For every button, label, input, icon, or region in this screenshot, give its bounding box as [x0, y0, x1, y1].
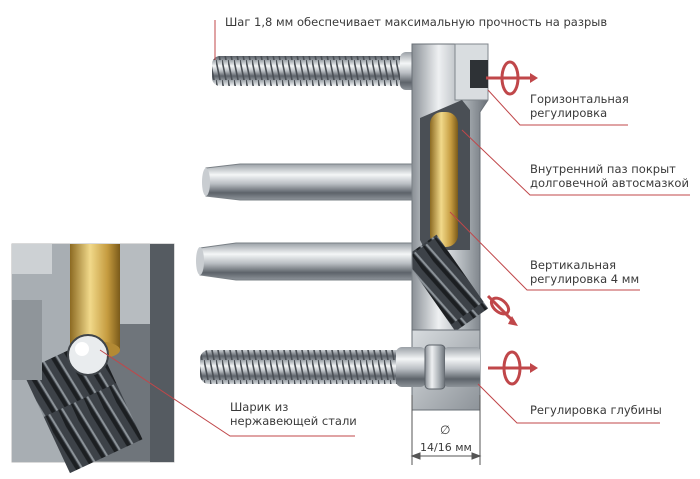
lower-pin: [196, 242, 413, 281]
label-ball-line1: Шарик из: [230, 400, 289, 414]
leader-groove: [461, 129, 690, 196]
upper-pin: [202, 163, 413, 201]
label-thread-pitch: Шаг 1,8 мм обеспечивает максимальную про…: [225, 15, 608, 29]
label-vertical-line2: регулировка 4 мм: [530, 272, 640, 286]
label-ball-line2: нержавеющей стали: [230, 414, 357, 428]
label-groove-line1: Внутренний паз покрыт: [530, 162, 676, 176]
label-depth-adjust: Регулировка глубины: [530, 403, 662, 417]
label-groove-line2: долговечной автосмазкой: [530, 176, 689, 190]
diameter-symbol: ∅: [440, 423, 451, 437]
label-ball: Шарик из нержавеющей стали: [230, 400, 357, 428]
label-horizontal-line1: Горизонтальная: [530, 92, 629, 106]
depth-adjust-icon: [488, 350, 538, 386]
label-vertical-line1: Вертикальная: [530, 258, 617, 272]
diameter-value: 14/16 мм: [420, 441, 472, 454]
leader-vertical: [449, 211, 640, 291]
leader-ball: [99, 349, 355, 437]
label-groove: Внутренний паз покрыт долговечной автосм…: [530, 162, 689, 190]
leader-horizontal: [487, 89, 628, 126]
diameter-dimension: [410, 395, 482, 465]
horizontal-adjust-icon: [486, 60, 538, 96]
label-vertical-adjust: Вертикальная регулировка 4 мм: [530, 258, 639, 286]
bottom-screw: [200, 344, 480, 390]
label-horizontal-adjust: Горизонтальная регулировка: [530, 92, 629, 120]
inset-zoom: [11, 243, 175, 474]
label-horizontal-line2: регулировка: [530, 106, 608, 120]
leader-lines: [99, 20, 690, 437]
vertical-adjust-icon: [486, 294, 518, 326]
leader-depth: [477, 383, 660, 424]
